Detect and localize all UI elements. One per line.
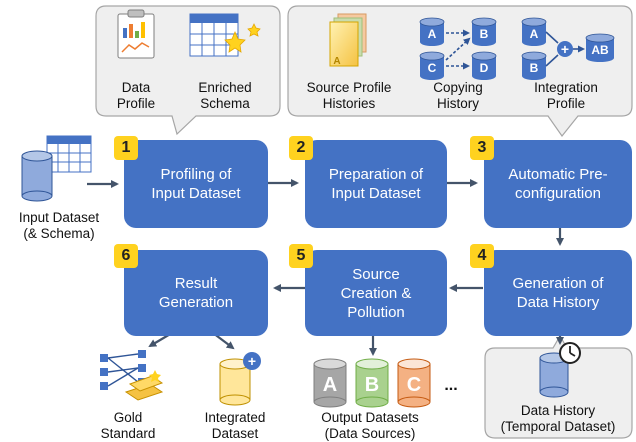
integration-profile-icon bbox=[521, 17, 615, 80]
step-1-profiling-box: Profiling of Input Dataset bbox=[124, 140, 268, 228]
step-6-result-generation-box: Result Generation bbox=[124, 250, 268, 336]
arrows bbox=[87, 179, 564, 356]
enriched-schema-label: Enriched Schema bbox=[198, 80, 252, 111]
output-letter-a: A bbox=[322, 374, 338, 396]
step-1-badge: 1 bbox=[114, 136, 138, 160]
step-6-badge: 6 bbox=[114, 244, 138, 268]
clock-icon bbox=[559, 342, 581, 364]
step-5-source-creation-box: Source Creation & Pollution bbox=[305, 250, 447, 336]
copy-db-d bbox=[471, 51, 497, 80]
step-2-badge: 2 bbox=[289, 136, 313, 160]
step-4-data-history-box: Generation of Data History bbox=[484, 250, 632, 336]
plus-sign: + bbox=[560, 41, 570, 57]
data-history-label: Data History (Temporal Dataset) bbox=[500, 403, 616, 434]
source-profile-histories-label: Source Profile Histories bbox=[306, 80, 392, 111]
output-db-b bbox=[355, 358, 389, 408]
output-ellipsis: ... bbox=[444, 377, 458, 394]
step-5-badge: 5 bbox=[289, 244, 313, 268]
output-letter-c: C bbox=[406, 374, 422, 396]
data-profile-label: Data Profile bbox=[116, 80, 156, 111]
copy-label-c: C bbox=[427, 61, 437, 75]
input-dataset-label: Input Dataset (& Schema) bbox=[18, 210, 100, 241]
integ-db-a bbox=[521, 17, 547, 46]
integ-label-ab: AB bbox=[591, 43, 609, 57]
output-datasets-label: Output Datasets (Data Sources) bbox=[321, 410, 419, 441]
step-2-preparation-box: Preparation of Input Dataset bbox=[305, 140, 447, 228]
enriched-schema-icon bbox=[189, 13, 261, 57]
paper-letter: A bbox=[333, 56, 341, 67]
gold-standard-icon bbox=[100, 350, 164, 401]
copy-label-a: A bbox=[427, 27, 437, 41]
step-4-badge: 4 bbox=[470, 244, 494, 268]
integ-label-a: A bbox=[529, 27, 539, 41]
integrated-dataset-icon bbox=[219, 352, 261, 406]
output-db-a bbox=[313, 358, 347, 408]
copy-db-b bbox=[471, 17, 497, 46]
integration-profile-label: Integration Profile bbox=[534, 80, 598, 111]
copy-label-b: B bbox=[479, 27, 489, 41]
gold-standard-label: Gold Standard bbox=[100, 410, 156, 441]
copy-db-c bbox=[419, 51, 445, 80]
input-dataset-icon bbox=[21, 135, 92, 202]
data-profile-icon bbox=[117, 9, 155, 59]
integ-db-ab bbox=[585, 33, 615, 62]
output-letter-b: B bbox=[364, 374, 380, 396]
copying-history-label: Copying History bbox=[433, 80, 483, 111]
output-db-c bbox=[397, 358, 431, 408]
integrated-dataset-label: Integrated Dataset bbox=[204, 410, 266, 441]
copy-db-a bbox=[419, 17, 445, 46]
copying-history-icon bbox=[419, 17, 497, 80]
integrated-plus-sign: + bbox=[247, 353, 257, 369]
copy-label-d: D bbox=[479, 61, 489, 75]
step-3-preconfiguration-box: Automatic Pre- configuration bbox=[484, 140, 632, 228]
integ-label-b: B bbox=[529, 61, 539, 75]
step-3-badge: 3 bbox=[470, 136, 494, 160]
integ-db-b bbox=[521, 51, 547, 80]
source-profile-histories-icon bbox=[329, 13, 367, 67]
